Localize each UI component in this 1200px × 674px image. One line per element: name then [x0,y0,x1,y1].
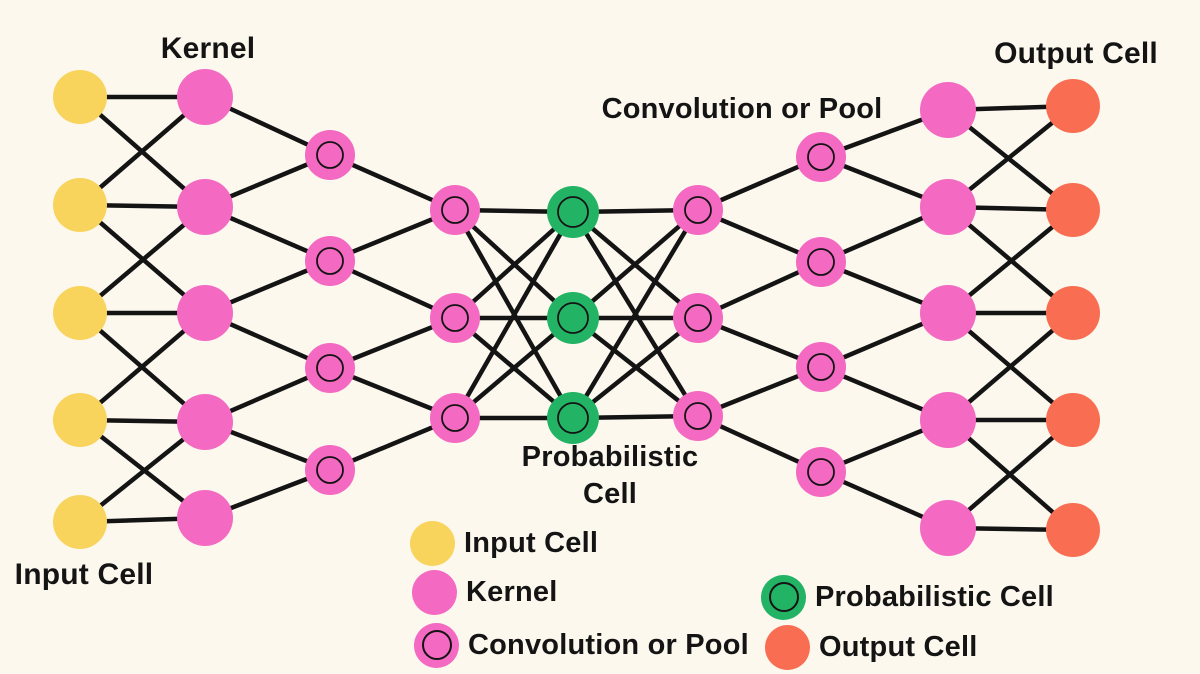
kernel-node [920,392,976,448]
probabilistic-cell-node [547,392,599,444]
inner-ring-icon [316,141,344,169]
kernel-swatch-icon [412,569,457,615]
edge-line [452,209,576,421]
output-cell-node [1046,393,1100,447]
probabilistic-label-line1: Probabilistic [521,441,699,473]
output-cell-swatch-icon [765,624,810,670]
inner-ring-icon [557,302,589,334]
input-cell-node [53,70,107,124]
inner-ring-icon [557,402,589,434]
inner-ring-icon [421,630,452,660]
legend-label-convolution-or-pool: Convolution or Pool [468,628,749,661]
inner-ring-icon [316,456,344,484]
conv-pool-node [796,447,846,497]
conv-pool-node [305,130,355,180]
conv-pool-node [430,185,480,235]
inner-ring-icon [316,354,344,382]
input-cell-node [53,393,107,447]
probabilistic-cell-node [547,292,599,344]
output-cell-label: Output Cell [994,37,1158,70]
conv-pool-node [796,132,846,182]
legend-item-probabilistic-cell: Probabilistic Cell [761,574,1054,620]
legend-item-input-cell: Input Cell [410,520,598,566]
inner-ring-icon [768,582,799,612]
conv-pool-swatch-icon [414,622,459,668]
output-cell-node [1046,503,1100,557]
legend-label-output-cell: Output Cell [819,630,978,663]
inner-ring-icon [684,402,712,430]
inner-ring-icon [441,404,469,432]
inner-ring-icon [807,353,835,381]
inner-ring-icon [441,196,469,224]
probabilistic-label-line2: Cell [583,478,637,510]
kernel-node [920,179,976,235]
kernel-node [177,490,233,546]
inner-ring-icon [807,248,835,276]
kernel-node [920,500,976,556]
inner-ring-icon [557,196,589,228]
kernel-node [920,285,976,341]
kernel-node [177,394,233,450]
input-cell-node [53,178,107,232]
inner-ring-icon [807,458,835,486]
convolution-or-pool-label: Convolution or Pool [601,93,883,125]
inner-ring-icon [684,196,712,224]
conv-pool-node [796,342,846,392]
legend-label-kernel: Kernel [466,575,558,608]
edge-line [452,209,576,321]
input-cell-swatch-icon [410,520,455,566]
inner-ring-icon [684,304,712,332]
output-cell-node [1046,79,1100,133]
input-cell-node [53,286,107,340]
inner-ring-icon [316,247,344,275]
probabilistic-cell-label: Probabilistic Cell [522,439,699,513]
edge-line [570,207,701,421]
output-cell-node [1046,286,1100,340]
probabilistic-cell-node [547,186,599,238]
conv-pool-node [305,236,355,286]
kernel-node [177,69,233,125]
edge-line [570,207,701,321]
inner-ring-icon [807,143,835,171]
input-cell-label: Input Cell [14,558,154,591]
conv-pool-node [796,237,846,287]
probabilistic-cell-swatch-icon [761,574,806,620]
legend-label-probabilistic-cell: Probabilistic Cell [815,580,1054,613]
kernel-node [920,82,976,138]
legend-label-input-cell: Input Cell [464,526,599,559]
input-cell-node [53,495,107,549]
conv-pool-node [430,393,480,443]
conv-pool-node [673,185,723,235]
conv-pool-node [673,391,723,441]
conv-pool-node [305,445,355,495]
legend-item-convolution-or-pool: Convolution or Pool [414,622,749,668]
conv-pool-node [305,343,355,393]
edge-line [570,315,701,421]
kernel-node [177,179,233,235]
conv-pool-node [430,293,480,343]
output-cell-node [1046,183,1100,237]
kernel-node [177,285,233,341]
legend-item-kernel: Kernel [412,569,557,615]
kernel-label: Kernel [160,32,256,65]
inner-ring-icon [441,304,469,332]
legend-item-output-cell: Output Cell [765,624,977,670]
conv-pool-node [673,293,723,343]
